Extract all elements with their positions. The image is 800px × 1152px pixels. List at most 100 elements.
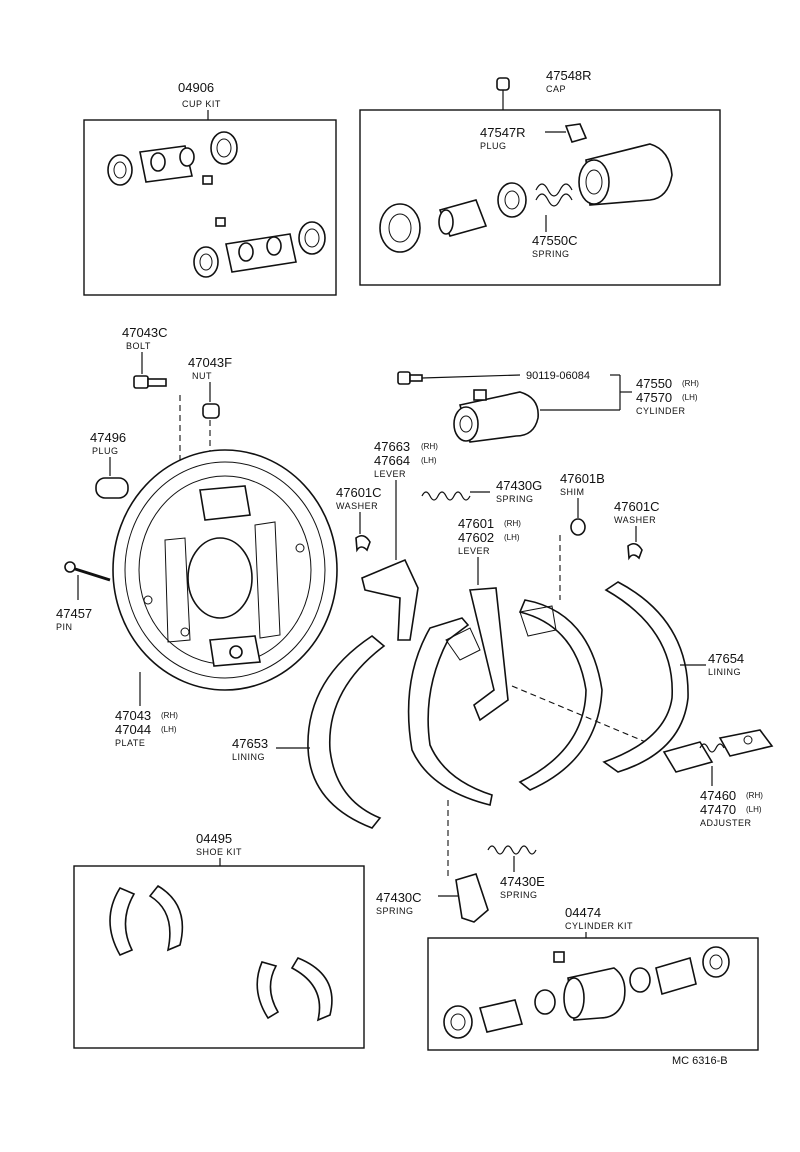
lining-47654-group: 47654 LINING [602,581,744,773]
lever-47663-number-lh: 47664 [374,453,410,468]
nut-number: 47043F [188,355,232,370]
washer-left-group: 47601C WASHER [336,485,382,553]
plug-47547r-number: 47547R [480,125,526,140]
lever-47663-drawing [361,558,419,641]
spring-47430e-drawing [487,845,537,855]
shoe-kit-number: 04495 [196,831,232,846]
adjuster-lh-tag: (LH) [746,805,762,814]
lever-47601-drawing [469,587,509,722]
bolt-90119-drawing [397,371,423,385]
cup-kit-label: CUP KIT [182,99,221,109]
plate-lh-tag: (LH) [161,725,177,734]
lever-47601-group: 47601 (RH) 47602 (LH) LEVER [458,516,521,722]
plug-47496-number: 47496 [90,430,126,445]
cylinder-kit-drawing [443,946,730,1039]
pin-group: 47457 PIN [56,561,111,632]
bolt-number: 47043C [122,325,168,340]
shoe-kit-box [73,865,365,1049]
spring-47430e-group: 47430E SPRING [487,845,545,900]
lever-47663-lh-tag: (LH) [421,456,437,465]
adjuster-number-rh: 47460 [700,788,736,803]
plate-number-rh: 47043 [115,708,151,723]
lining-47654-label: LINING [708,667,741,677]
cap-number: 47548R [546,68,592,83]
pin-label: PIN [56,622,73,632]
shoe-kit-label: SHOE KIT [196,847,242,857]
plug-47547r-label: PLUG [480,141,507,151]
washer-left-number: 47601C [336,485,382,500]
bolt-label: BOLT [126,341,151,351]
plug-47496-group: 47496 PLUG [90,430,129,499]
washer-left-label: WASHER [336,501,378,511]
washer-right-number: 47601C [614,499,660,514]
lever-47601-label: LEVER [458,546,490,556]
lining-47653-group: 47653 LINING [232,635,386,829]
bolt-90119-number: 90119-06084 [526,370,590,382]
cup-kit-group: 04906 CUP KIT [83,80,337,296]
shim-drawing [570,518,586,536]
lever-47663-label: LEVER [374,469,406,479]
adjuster-number-lh: 47470 [700,802,736,817]
shim-label: SHIM [560,487,585,497]
cylinder-kit-label: CYLINDER KIT [565,921,633,931]
plug-47496-drawing [95,477,129,499]
cup-kit-number: 04906 [178,80,214,95]
cylinder-kit-box [427,937,759,1051]
shoe-kit-drawing [109,884,333,1022]
spring-47430g-label: SPRING [496,494,534,504]
cup-kit-parts-drawing [107,131,326,278]
plug-47496-label: PLUG [92,446,119,456]
shim-group: 47601B SHIM [560,471,605,536]
shoe-kit-group: 04495 SHOE KIT [73,831,365,1049]
lever-47601-lh-tag: (LH) [504,533,520,542]
cylinder-lh-tag: (LH) [682,393,698,402]
lining-47653-drawing [307,635,386,829]
cylinder-rh-tag: (RH) [682,379,699,388]
wheel-cylinder-box [359,109,721,286]
spring-47550c-label: SPRING [532,249,570,259]
lever-47663-number-rh: 47663 [374,439,410,454]
wheel-cylinder-drawing [379,123,673,253]
lining-47653-number: 47653 [232,736,268,751]
cup-kit-box [83,119,337,296]
pin-number: 47457 [56,606,92,621]
cap-label: CAP [546,84,566,94]
adjuster-label: ADJUSTER [700,818,752,828]
brake-shoes-drawing [407,535,661,806]
spring-47550c-number: 47550C [532,233,578,248]
wheel-cylinder-group: 47548R CAP 47547R PLUG 47550C SPRING [359,68,721,286]
plate-rh-tag: (RH) [161,711,178,720]
lining-47654-number: 47654 [708,651,744,666]
spring-47430g-drawing [421,491,471,501]
lever-47601-number-lh: 47602 [458,530,494,545]
washer-right-drawing [627,542,643,561]
cylinder-kit-number: 04474 [565,905,601,920]
washer-left-drawing [355,534,371,553]
nut-drawing [202,403,220,419]
pin-drawing [64,561,111,582]
cylinder-group: 90119-06084 47550 (RH) 47570 (LH) CYLIND… [397,370,699,443]
shim-number: 47601B [560,471,605,486]
spring-47430c-number: 47430C [376,890,422,905]
lining-47653-label: LINING [232,752,265,762]
spring-47430e-label: SPRING [500,890,538,900]
lining-47654-drawing [602,581,689,773]
cylinder-label: CYLINDER [636,406,686,416]
lever-47601-rh-tag: (RH) [504,519,521,528]
spring-47430c-label: SPRING [376,906,414,916]
backing-plate-drawing [112,449,338,691]
spring-47430c-drawing [455,873,489,923]
spring-47430e-number: 47430E [500,874,545,889]
adjuster-group: 47460 (RH) 47470 (LH) ADJUSTER [662,729,774,828]
lever-47663-rh-tag: (RH) [421,442,438,451]
drawing-code: MC 6316-B [672,1055,728,1067]
cylinder-drawing [453,389,539,443]
plate-label-group: 47043 (RH) 47044 (LH) PLATE [115,672,178,748]
spring-47430g-group: 47430G SPRING [421,478,542,504]
lever-47663-group: 47663 (RH) 47664 (LH) LEVER [361,439,438,641]
plate-label: PLATE [115,738,145,748]
spring-47430c-group: 47430C SPRING [376,800,489,923]
cap-drawing [496,77,510,91]
adjuster-drawing [662,729,774,773]
